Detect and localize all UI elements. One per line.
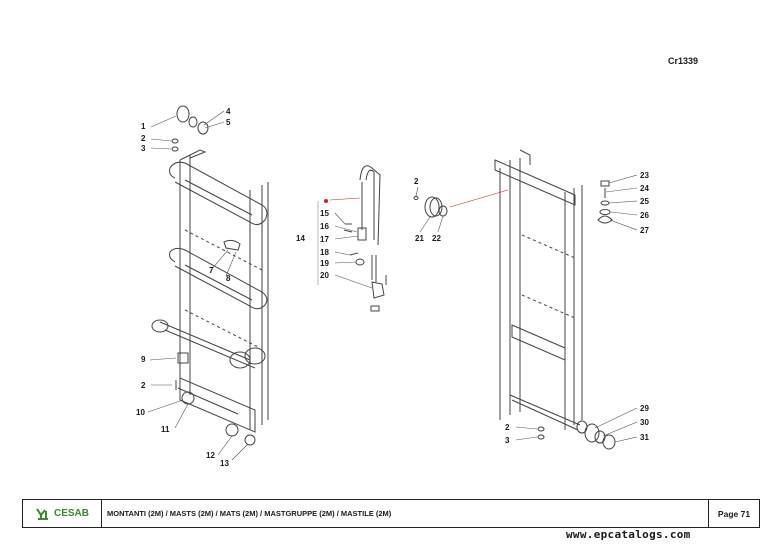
left-mast-drawing (151, 105, 269, 446)
pulley-drawing (413, 196, 448, 218)
callout-18: 18 (320, 248, 329, 257)
callout-13: 13 (220, 459, 229, 468)
callout-12: 12 (206, 451, 215, 460)
chain-drawing (343, 165, 387, 312)
page-number: Page 71 (717, 508, 751, 519)
callout-3: 3 (141, 144, 146, 153)
callout-3-right: 3 (505, 436, 510, 445)
callout-27: 27 (640, 226, 649, 235)
callout-2-pulley: 2 (414, 177, 419, 186)
callout-26: 26 (640, 211, 649, 220)
callout-20: 20 (320, 271, 329, 280)
callout-30: 30 (640, 418, 649, 427)
parts-diagram: 1 2 3 4 5 7 8 9 2 10 11 12 13 14 15 16 1… (136, 105, 649, 468)
callout-7: 7 (209, 266, 214, 275)
callout-29: 29 (640, 404, 649, 413)
logo-text: CESAB (53, 508, 89, 519)
callout-24: 24 (640, 184, 649, 193)
watermark: www.epcatalogs.com (566, 528, 691, 541)
callout-2: 2 (141, 134, 146, 143)
callout-2-right: 2 (505, 423, 510, 432)
callout-16: 16 (320, 222, 329, 231)
callout-14: 14 (296, 234, 305, 243)
callout-10: 10 (136, 408, 145, 417)
leader-lines (147, 110, 638, 461)
callout-31: 31 (640, 433, 649, 442)
page-title: MONTANTI (2M) / MASTS (2M) / MATS (2M) /… (102, 500, 709, 527)
callout-15: 15 (320, 209, 329, 218)
callout-8: 8 (226, 274, 231, 283)
callout-19: 19 (320, 259, 329, 268)
callout-25: 25 (640, 197, 649, 206)
callout-11: 11 (161, 425, 170, 434)
forklift-icon (36, 507, 48, 520)
callout-21: 21 (415, 234, 424, 243)
callout-9: 9 (141, 355, 146, 364)
callout-2-lower: 2 (141, 381, 146, 390)
callout-5: 5 (226, 118, 231, 127)
cesab-logo: CESAB (23, 500, 102, 527)
callout-1: 1 (141, 122, 146, 131)
callout-17: 17 (320, 235, 329, 244)
drawing-code: Cr1339 (668, 56, 699, 66)
callout-23: 23 (640, 171, 649, 180)
right-mast-drawing (494, 149, 616, 450)
footer-bar: CESAB MONTANTI (2M) / MASTS (2M) / MATS … (22, 499, 760, 528)
callout-labels: 1 2 3 4 5 7 8 9 2 10 11 12 13 14 15 16 1… (136, 107, 649, 468)
callout-22: 22 (432, 234, 441, 243)
callout-4: 4 (226, 107, 231, 116)
